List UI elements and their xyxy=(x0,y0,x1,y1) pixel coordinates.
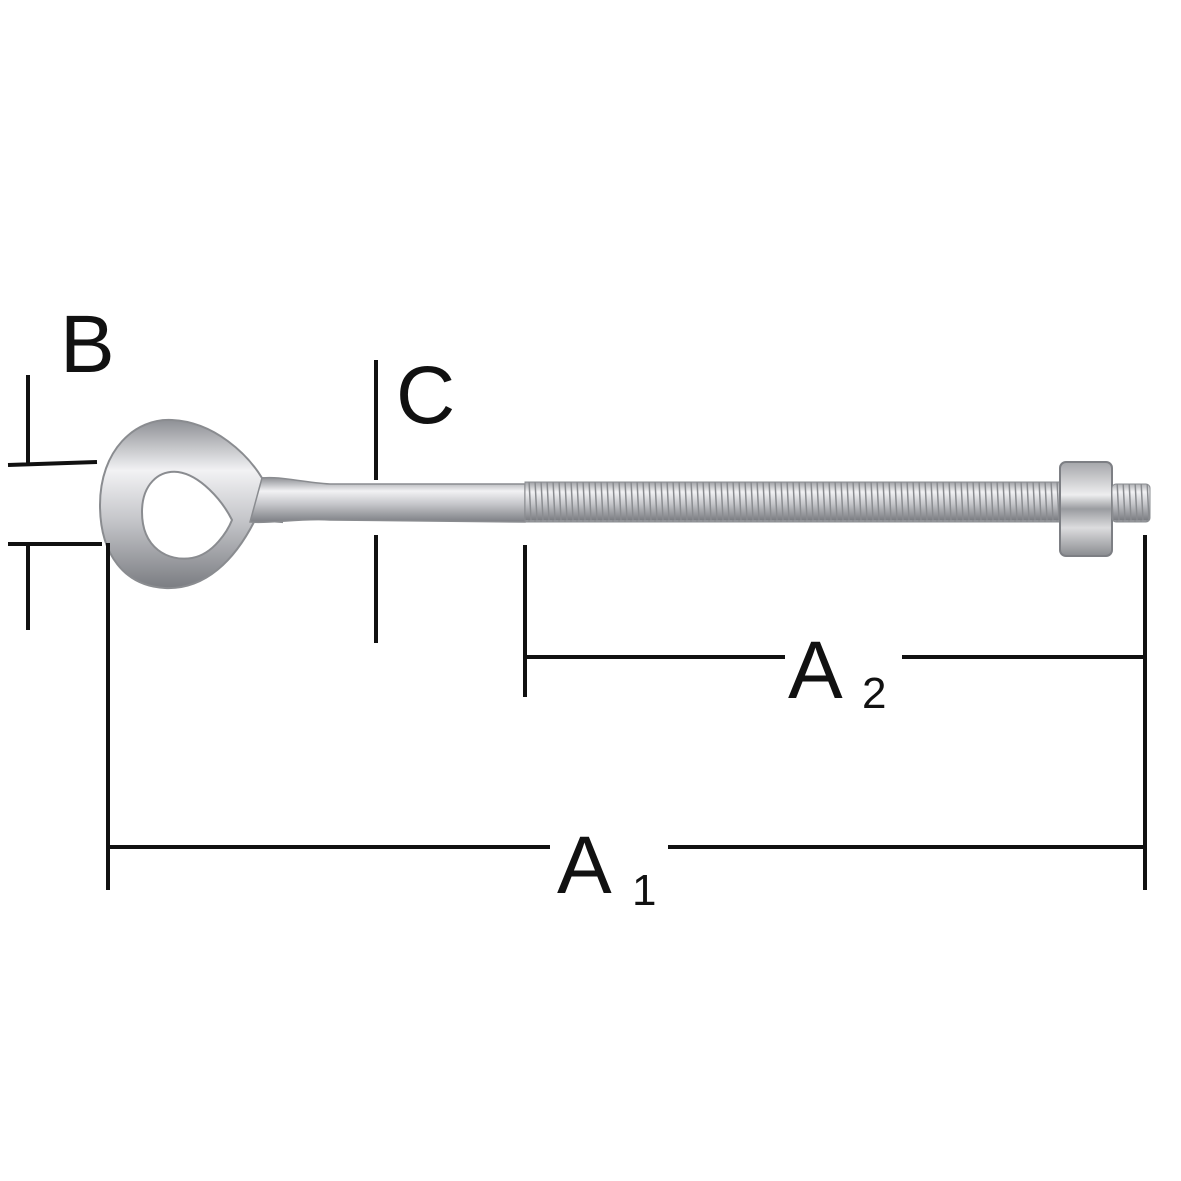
label-a2: A xyxy=(788,625,843,716)
dimension-a1: A 1 xyxy=(106,543,1145,915)
dimension-a2: A 2 xyxy=(523,535,1147,890)
label-b: B xyxy=(60,299,115,390)
bolt-nut xyxy=(1059,461,1113,557)
bolt-thread-end xyxy=(1111,483,1151,523)
eye-bolt xyxy=(98,418,1151,590)
bolt-thread xyxy=(524,481,1066,523)
label-a2-subscript: 2 xyxy=(862,669,886,718)
label-c: C xyxy=(396,350,455,441)
dimension-c: C xyxy=(374,350,455,643)
bolt-shank xyxy=(249,476,526,524)
label-a1: A xyxy=(557,820,612,911)
label-a1-subscript: 1 xyxy=(632,866,656,915)
dimension-b: B xyxy=(7,299,115,630)
